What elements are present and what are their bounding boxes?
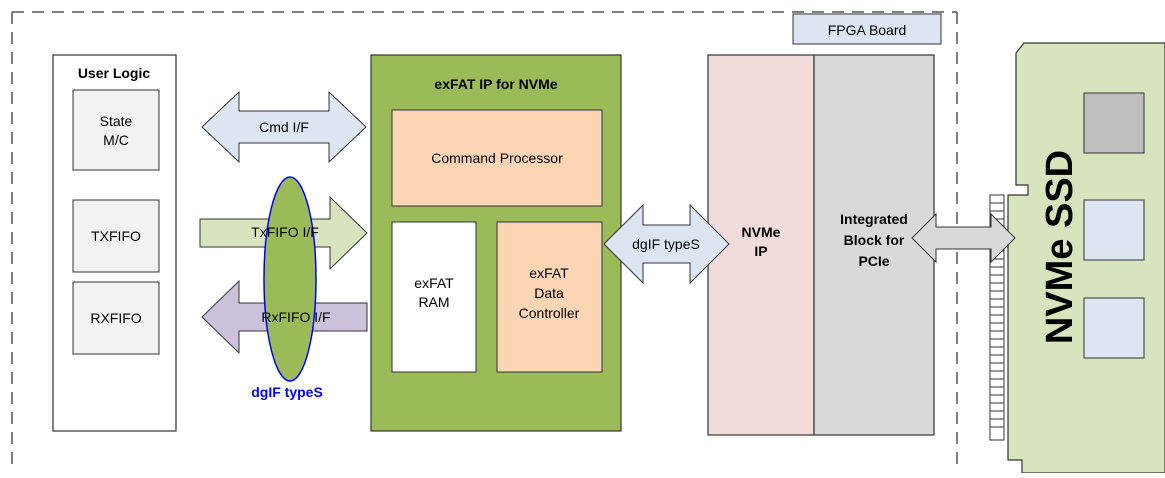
- rxfifo-label: RXFIFO: [90, 310, 141, 326]
- ssd-flash-chip-2: [1083, 297, 1145, 359]
- cmd-if-arrow: Cmd I/F: [201, 90, 367, 164]
- exfat-ram-box: [391, 221, 477, 373]
- command-processor-box: [391, 109, 603, 207]
- fpga-board-label-box: FPGA Board: [792, 13, 942, 45]
- dgif-center-label: dgIF typeS: [632, 236, 700, 252]
- data-controller-label-line1: exFAT: [529, 265, 569, 281]
- nvme-ip-label-line2: IP: [754, 243, 767, 259]
- cmd-if-label: Cmd I/F: [259, 119, 309, 135]
- command-processor-label: Command Processor: [431, 150, 563, 166]
- data-controller-label-line2: Data: [534, 285, 564, 301]
- fpga-board-label: FPGA Board: [828, 22, 907, 38]
- ssd-flash-chip-1: [1083, 199, 1145, 261]
- data-controller-label-line3: Controller: [519, 305, 580, 321]
- exfat-ip-block: exFAT IP for NVMe Command Processor exFA…: [370, 54, 622, 432]
- ssd-controller-chip: [1083, 92, 1145, 154]
- rxfifo-if-label: RxFIFO I/F: [261, 309, 330, 325]
- data-controller-box: [496, 221, 603, 373]
- user-logic-title: User Logic: [78, 65, 151, 81]
- exfat-ip-title: exFAT IP for NVMe: [434, 76, 557, 92]
- txfifo-label: TXFIFO: [91, 228, 141, 244]
- exfat-ram-label-line1: exFAT: [414, 275, 454, 291]
- rxfifo-box: [72, 281, 160, 355]
- dgif-group-ellipse: [263, 176, 317, 382]
- pcie-label-line2: Block for: [844, 232, 905, 248]
- user-logic-block: User Logic State M/C TXFIFO RXFIFO: [52, 54, 177, 432]
- pcie-label-line3: PCIe: [858, 253, 889, 269]
- nvme-ip-label-line1: NVMe: [742, 224, 781, 240]
- pcie-ssd-arrow: [911, 212, 1016, 264]
- ssd-label: NVMe SSD: [1039, 150, 1081, 344]
- pcie-block: Integrated Block for PCIe: [813, 54, 935, 436]
- pcie-label-line1: Integrated: [840, 211, 908, 227]
- state-mc-box: [72, 89, 160, 171]
- txfifo-box: [72, 199, 160, 273]
- nvme-ssd-card: NVMe SSD: [989, 42, 1165, 474]
- dgif-center-arrow: dgIF typeS: [603, 203, 730, 285]
- exfat-ram-label-line2: RAM: [418, 294, 449, 310]
- txfifo-if-label: TxFIFO I/F: [251, 224, 319, 240]
- state-mc-label-line1: State: [100, 113, 133, 129]
- dgif-group-label: dgIF typeS: [251, 384, 323, 400]
- state-mc-label-line2: M/C: [103, 132, 129, 148]
